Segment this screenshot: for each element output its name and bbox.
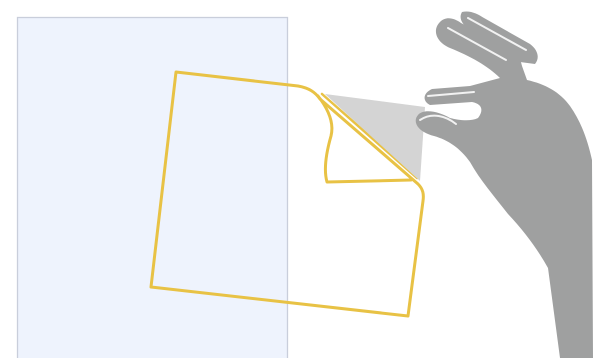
peeling-hand-icon [416,11,593,358]
document-sheet-icon [18,18,288,358]
peeled-film-flap [325,94,425,181]
